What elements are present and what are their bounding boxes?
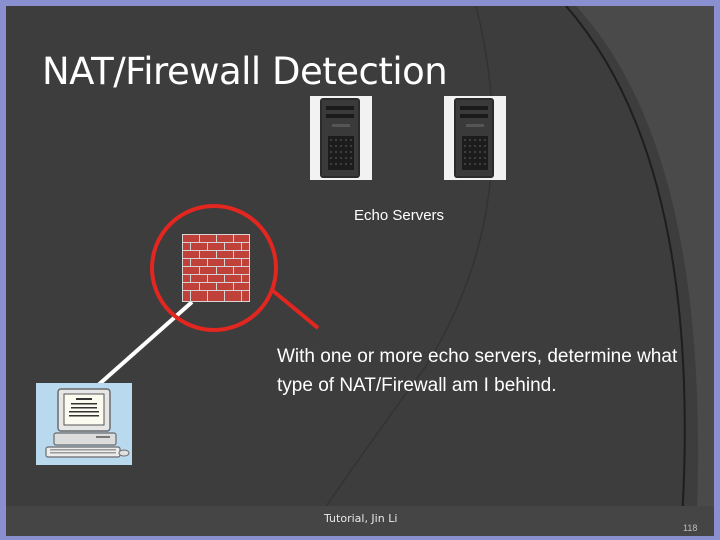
echo-servers-caption: Echo Servers <box>354 207 445 224</box>
brick-wall-icon <box>182 234 250 302</box>
slide-footer: Tutorial, Jin Li <box>324 512 398 525</box>
server-tower-icon <box>310 96 372 180</box>
page-number: 118 <box>683 523 698 533</box>
background-arcs <box>6 6 714 536</box>
slide-title: NAT/Firewall Detection <box>42 50 448 93</box>
desktop-computer-icon <box>36 383 132 465</box>
slide: NAT/Firewall Detection <box>6 6 714 536</box>
slide-body-text: With one or more echo servers, determine… <box>277 346 678 396</box>
server-tower-icon <box>444 96 506 180</box>
